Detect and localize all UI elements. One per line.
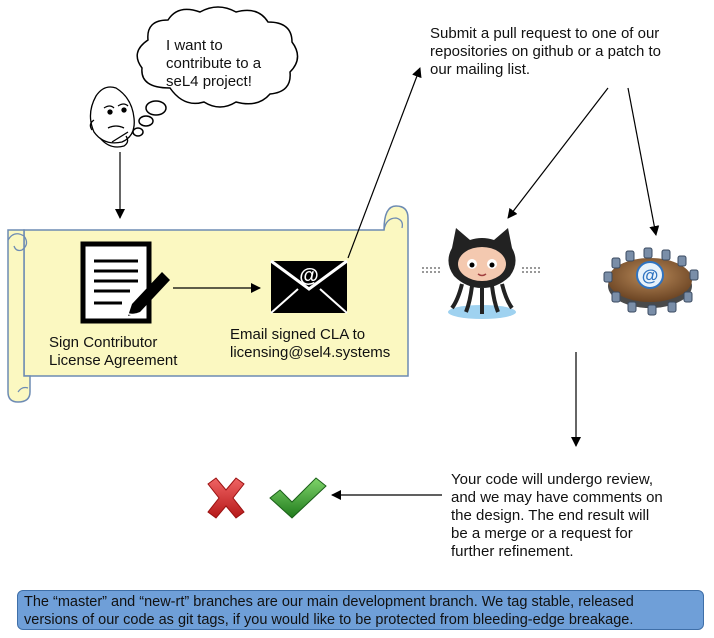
green-check-icon [269, 477, 327, 519]
review-step-line-3: the design. The end result will [451, 507, 650, 524]
branch-note-line-2: versions of our code as git tags, if you… [24, 612, 634, 628]
review-step-line-1: Your code will undergo review, [451, 471, 654, 488]
sign-step-line-1: Sign Contributor [49, 334, 158, 351]
email-step-line-1: Email signed CLA to [230, 326, 366, 343]
submit-step-line-1: Submit a pull request to one of our [430, 25, 660, 42]
review-step-line-2: and we may have comments on [451, 489, 663, 506]
mailing-list-icon: @ [603, 247, 699, 316]
arrow-email-to-submit [347, 67, 422, 259]
arrow-submit-to-mailing-list [627, 87, 660, 236]
email-envelope-icon: @ [270, 259, 348, 314]
flow-arrows [115, 67, 660, 500]
signed-document-icon [80, 241, 170, 324]
svg-text:@: @ [642, 266, 659, 285]
svg-text:@: @ [299, 265, 319, 287]
email-step-line-2: licensing@sel4.systems [230, 344, 391, 361]
thinking-person-icon [89, 86, 135, 148]
submit-step-line-3: our mailing list. [430, 61, 531, 78]
thought-bubble [132, 6, 299, 137]
sign-step-line-2: License Agreement [49, 352, 178, 369]
thought-line-1: I want to [166, 37, 223, 54]
submit-step-line-2: repositories on github or a patch to [430, 43, 661, 60]
thought-line-2: contribute to a [166, 55, 262, 72]
review-step-line-5: further refinement. [451, 543, 574, 560]
branch-note-line-1: The “master” and “new-rt” branches are o… [24, 594, 634, 610]
scroll-background [7, 205, 409, 403]
github-octocat-icon [422, 228, 542, 319]
branch-note-banner: The “master” and “new-rt” branches are o… [17, 590, 704, 630]
thought-line-3: seL4 project! [166, 73, 252, 90]
review-step-line-4: be a merge or a request for [451, 525, 633, 542]
red-cross-icon [207, 477, 245, 519]
arrow-submit-to-github [507, 87, 609, 219]
